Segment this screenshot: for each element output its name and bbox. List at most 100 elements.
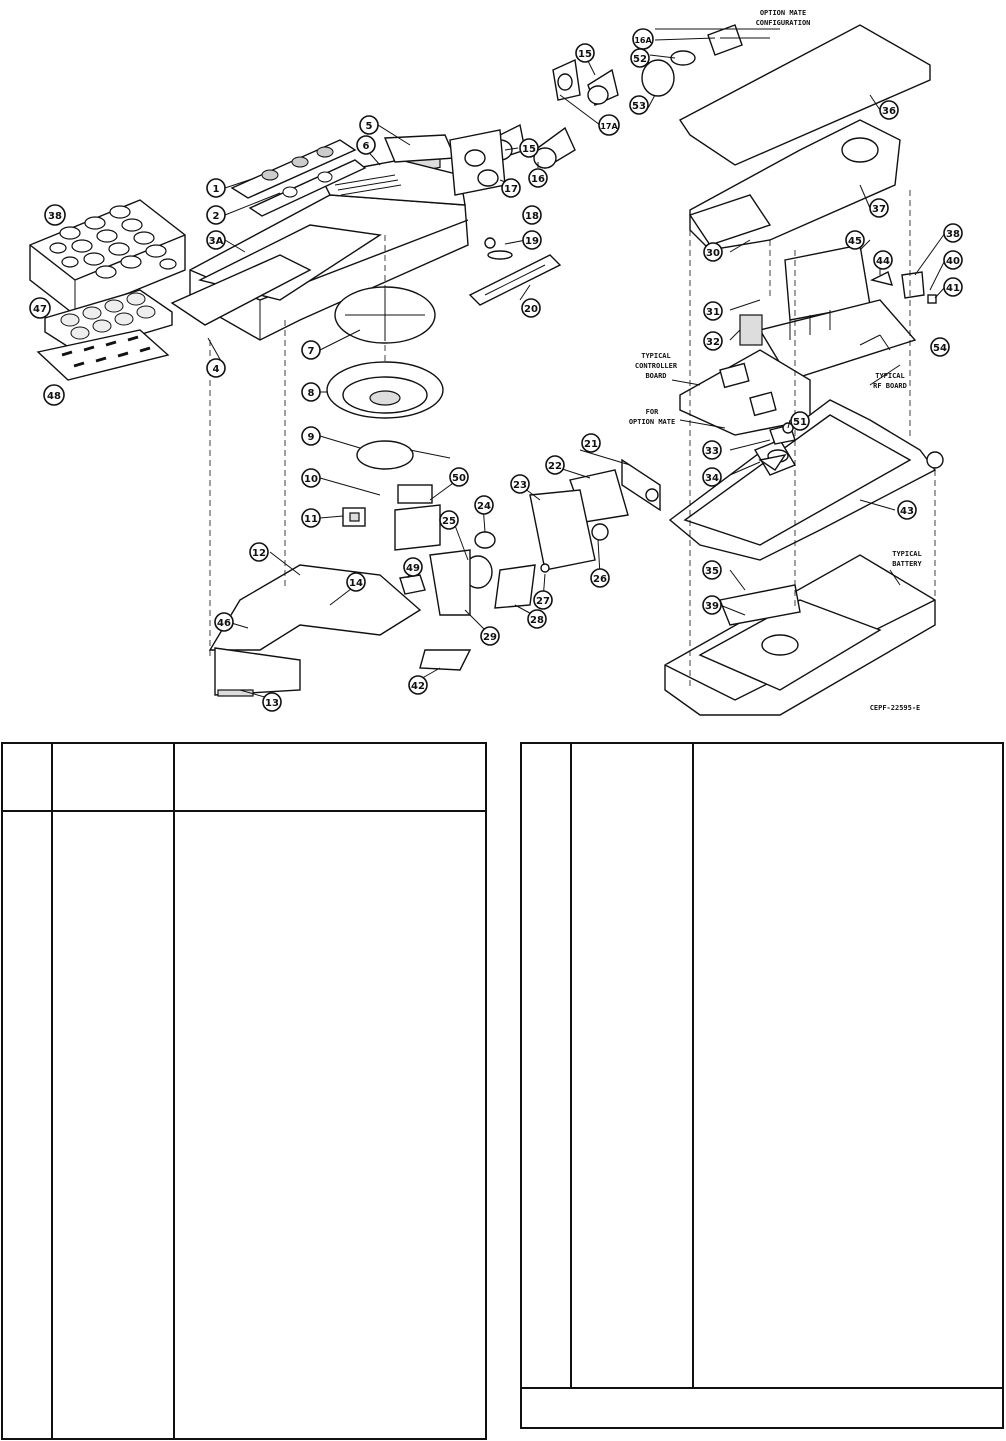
svg-text:52: 52: [633, 54, 647, 65]
callout: 26: [590, 568, 610, 588]
svg-text:15: 15: [522, 144, 536, 155]
svg-text:54: 54: [933, 343, 947, 354]
svg-text:31: 31: [706, 307, 720, 318]
table-cell: [1, 811, 53, 1439]
callout: 8: [301, 382, 321, 402]
housing-plate: [170, 254, 312, 326]
callout: 44: [873, 250, 893, 270]
table-row: [520, 743, 1004, 1388]
callout: 17: [501, 178, 521, 198]
svg-text:38: 38: [946, 229, 960, 240]
callout: 30: [703, 242, 723, 262]
table-cell: [692, 743, 1004, 1388]
callout: 36: [879, 100, 899, 120]
callout: 54: [930, 337, 950, 357]
exploded-view-diagram: OPTION MATE CONFIGURATION TYPICAL CONTRO…: [29, 9, 963, 716]
small-contacts: [758, 422, 796, 471]
svg-text:50: 50: [452, 473, 466, 484]
svg-text:14: 14: [349, 578, 363, 589]
callout: 24: [474, 495, 494, 515]
callout: 16: [528, 168, 548, 188]
callout: 6: [356, 135, 376, 155]
right-connector-parts: [869, 271, 937, 304]
svg-text:30: 30: [706, 248, 720, 259]
callout: 14: [346, 572, 366, 592]
callout: 51: [790, 411, 810, 431]
caption-controller-3: BOARD: [645, 372, 666, 380]
table-header-cell: [1, 743, 53, 812]
parts-list-table-left: [1, 742, 487, 1440]
connector-clip: [342, 507, 366, 527]
svg-text:37: 37: [872, 204, 886, 215]
table-header-row: [1, 743, 487, 812]
svg-text:4: 4: [213, 364, 220, 375]
svg-text:27: 27: [536, 596, 550, 607]
callout: 52: [630, 48, 650, 68]
speaker: [326, 361, 444, 419]
speaker-gasket: [356, 440, 451, 470]
caption-rf-1: TYPICAL: [875, 372, 905, 380]
svg-text:32: 32: [706, 337, 720, 348]
callout: 5: [359, 115, 379, 135]
callout: 28: [527, 609, 547, 629]
svg-text:15: 15: [578, 49, 592, 60]
svg-text:12: 12: [252, 548, 266, 559]
screws: [484, 237, 513, 260]
svg-text:26: 26: [593, 574, 607, 585]
svg-text:24: 24: [477, 501, 491, 512]
callout: 15: [575, 43, 595, 63]
label-part: [383, 134, 457, 163]
callout: 33: [702, 440, 722, 460]
top-seal: [248, 159, 367, 217]
callout: 4: [206, 358, 226, 378]
callout: 29: [480, 626, 500, 646]
caption-battery-1: TYPICAL: [892, 550, 922, 558]
alignment-lines: [209, 190, 936, 690]
callout: 23: [510, 474, 530, 494]
svg-text:3A: 3A: [209, 236, 224, 247]
small-board: [394, 484, 441, 551]
svg-text:25: 25: [442, 516, 456, 527]
svg-text:2: 2: [213, 211, 220, 222]
table-cell: [51, 811, 175, 1439]
callout: 42: [408, 675, 428, 695]
callout: 35: [702, 560, 722, 580]
callout: 41: [943, 277, 963, 297]
svg-text:5: 5: [366, 121, 373, 132]
callout: 11: [301, 508, 321, 528]
callouts: 1 2 3A 4 5 6 7 8 9 10 11 12 13 14 15 15 …: [29, 28, 963, 712]
caption-controller-1: TYPICAL: [641, 352, 671, 360]
svg-text:34: 34: [705, 473, 719, 484]
svg-text:41: 41: [946, 283, 960, 294]
callout: 2: [206, 205, 226, 225]
svg-text:38: 38: [48, 211, 62, 222]
table-header-cell: [51, 743, 175, 812]
svg-text:22: 22: [548, 461, 562, 472]
svg-text:47: 47: [33, 304, 47, 315]
callout: 39: [702, 595, 722, 615]
side-bracket: [468, 254, 562, 306]
svg-text:17A: 17A: [600, 122, 618, 131]
svg-text:39: 39: [705, 601, 719, 612]
callout: 10: [301, 468, 321, 488]
callout: 37: [869, 198, 889, 218]
callout: 21: [581, 433, 601, 453]
caption-rf-2: RF BOARD: [873, 382, 907, 390]
flex-circuit: [208, 564, 472, 697]
table-row: [1, 811, 487, 1439]
keypad-rubber: [44, 289, 173, 354]
shield-and-rf-board: [758, 244, 917, 381]
svg-text:53: 53: [632, 101, 646, 112]
caption-option-mate-2: CONFIGURATION: [756, 19, 811, 27]
svg-text:44: 44: [876, 256, 890, 267]
callout: 19: [522, 230, 542, 250]
svg-text:48: 48: [47, 391, 61, 402]
callout: 45: [845, 230, 865, 250]
callout: 1: [206, 178, 226, 198]
svg-text:36: 36: [882, 106, 896, 117]
svg-text:29: 29: [483, 632, 497, 643]
small-block: [399, 574, 426, 595]
rear-chassis-parts: [429, 458, 661, 616]
diagram-captions: OPTION MATE CONFIGURATION TYPICAL CONTRO…: [629, 9, 923, 712]
callout: 49: [403, 557, 423, 577]
